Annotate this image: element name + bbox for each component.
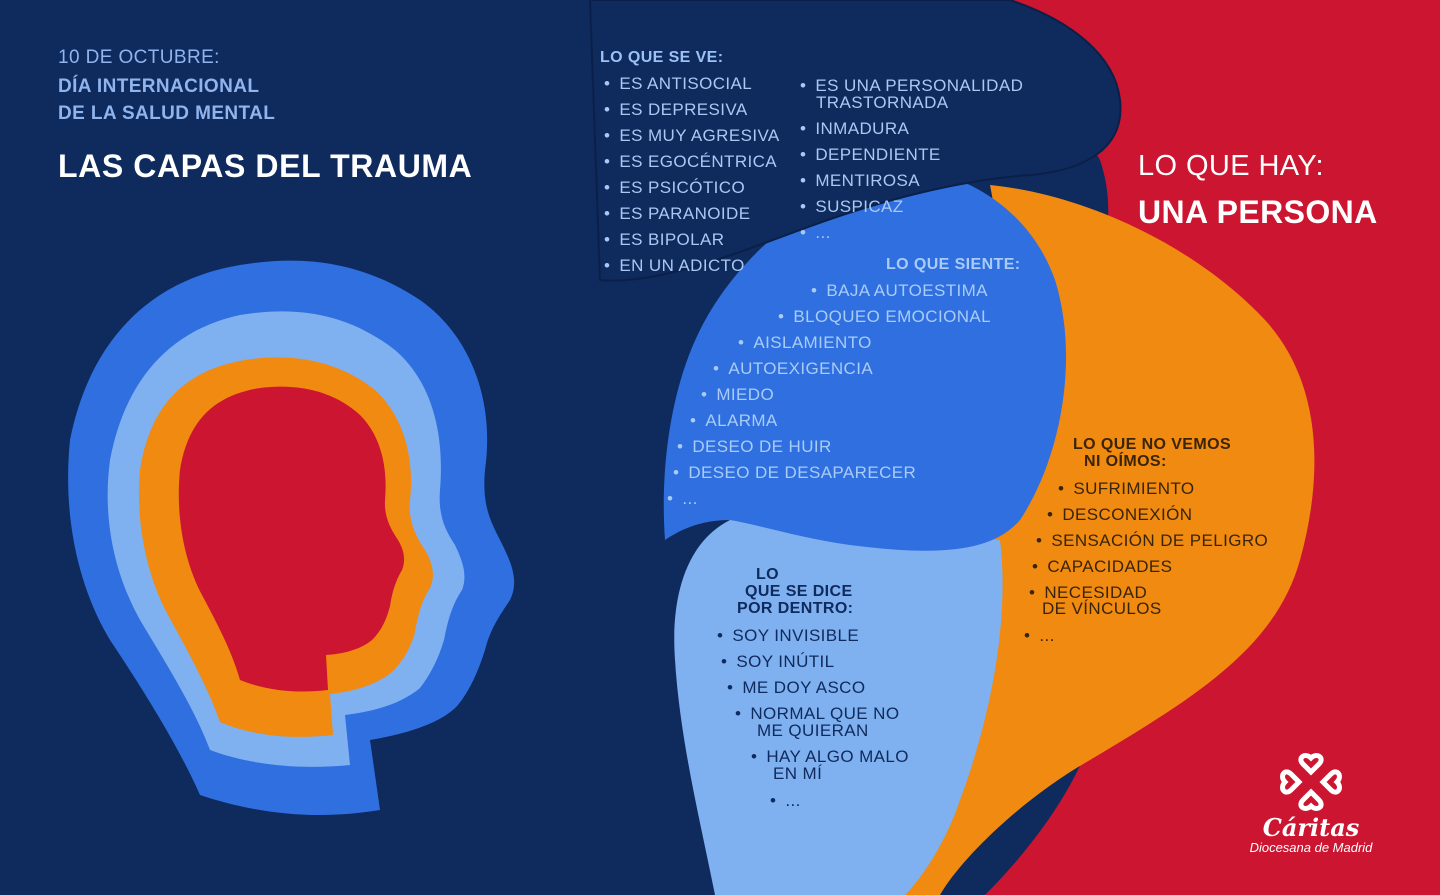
list-item: CAPACIDADES bbox=[1032, 558, 1172, 576]
list-item: ALARMA bbox=[690, 412, 778, 430]
list-item: ES BIPOLAR bbox=[604, 231, 724, 249]
list-item: ME DOY ASCO bbox=[727, 679, 865, 697]
lo-que-se-ve-heading: LO QUE SE VE: bbox=[600, 49, 724, 66]
lo-que-no-vemos-heading: LO QUE NO VEMOS NI OÍMOS: bbox=[1073, 436, 1231, 470]
date-label: 10 DE OCTUBRE: bbox=[58, 47, 220, 68]
event-name-line2: DE LA SALUD MENTAL bbox=[58, 103, 276, 124]
list-item-continuation: TRASTORNADA bbox=[816, 93, 949, 112]
list-item: MENTIROSA bbox=[800, 172, 920, 190]
list-item-continuation: ME QUIERAN bbox=[757, 721, 869, 740]
head-silhouette-layers bbox=[68, 260, 515, 815]
list-item: INMADURA bbox=[800, 120, 909, 138]
logo-subtitle: Diocesana de Madrid bbox=[1249, 840, 1373, 855]
list-item: EN UN ADICTO bbox=[604, 257, 745, 275]
list-item: ES PARANOIDE bbox=[604, 205, 750, 223]
list-item: ... bbox=[1024, 627, 1055, 645]
list-item: ES UNA PERSONALIDAD bbox=[800, 77, 1023, 95]
list-item-continuation: EN MÍ bbox=[773, 764, 823, 783]
lo-que-se-dice-heading: LO QUE SE DICE POR DENTRO: bbox=[737, 566, 853, 617]
list-item: ... bbox=[800, 224, 831, 242]
list-item: ES ANTISOCIAL bbox=[604, 75, 752, 93]
list-item: NECESIDAD bbox=[1029, 584, 1147, 602]
heading-line: QUE SE DICE bbox=[745, 583, 853, 600]
list-item: NORMAL QUE NO bbox=[735, 705, 899, 723]
list-item: DESEO DE HUIR bbox=[677, 438, 832, 456]
list-item: ES MUY AGRESIVA bbox=[604, 127, 780, 145]
caritas-logo: Cáritas Diocesana de Madrid bbox=[1236, 752, 1386, 862]
list-item: SOY INVISIBLE bbox=[717, 627, 859, 645]
list-item: ... bbox=[667, 490, 698, 508]
list-item: ES EGOCÉNTRICA bbox=[604, 153, 777, 171]
list-item: MIEDO bbox=[701, 386, 774, 404]
lo-que-hay-label: LO QUE HAY: bbox=[1138, 150, 1324, 182]
list-item: BAJA AUTOESTIMA bbox=[811, 282, 988, 300]
list-item: BLOQUEO EMOCIONAL bbox=[778, 308, 991, 326]
heading-line: POR DENTRO: bbox=[737, 600, 854, 617]
lo-que-siente-heading: LO QUE SIENTE: bbox=[886, 256, 1021, 273]
list-item: SUFRIMIENTO bbox=[1058, 480, 1195, 498]
event-name: DÍA INTERNACIONAL DE LA SALUD MENTAL bbox=[58, 73, 358, 127]
page-title: LAS CAPAS DEL TRAUMA bbox=[58, 148, 473, 184]
list-item: AISLAMIENTO bbox=[738, 334, 872, 352]
event-name-line1: DÍA INTERNACIONAL bbox=[58, 76, 260, 97]
caritas-cross-icon bbox=[1280, 753, 1342, 811]
list-item: SUSPICAZ bbox=[800, 198, 904, 216]
heading-line: LO QUE NO VEMOS bbox=[1073, 436, 1232, 453]
list-item-continuation: DE VÍNCULOS bbox=[1042, 599, 1162, 618]
list-item: ... bbox=[770, 792, 801, 810]
list-item: DEPENDIENTE bbox=[800, 146, 941, 164]
list-item: AUTOEXIGENCIA bbox=[713, 360, 873, 378]
list-item: DESCONEXIÓN bbox=[1047, 506, 1192, 524]
list-item: ES PSICÓTICO bbox=[604, 179, 745, 197]
logo-name: Cáritas bbox=[1262, 813, 1360, 842]
lo-que-hay-value: UNA PERSONA bbox=[1138, 194, 1378, 230]
list-item: SOY INÚTIL bbox=[721, 653, 835, 671]
list-item: ES DEPRESIVA bbox=[604, 101, 748, 119]
list-item: DESEO DE DESAPARECER bbox=[673, 464, 916, 482]
list-item: HAY ALGO MALO bbox=[751, 748, 909, 766]
list-item: SENSACIÓN DE PELIGRO bbox=[1036, 532, 1268, 550]
heading-line: LO bbox=[756, 566, 780, 583]
head-layer-red bbox=[178, 386, 405, 692]
heading-line: NI OÍMOS: bbox=[1084, 453, 1167, 470]
